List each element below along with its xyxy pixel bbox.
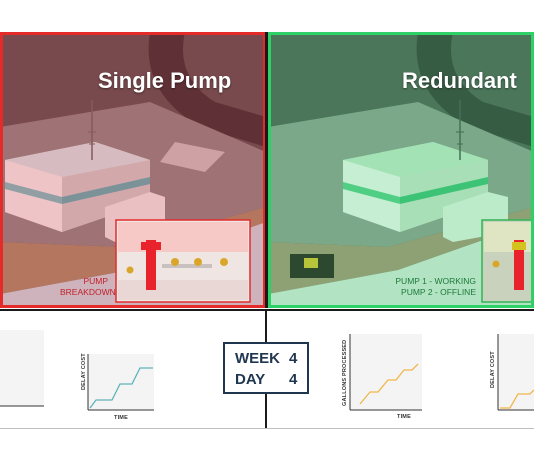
- chart-right-gallons-plot-area: [350, 334, 422, 410]
- chart-left-delay-plot-area: [88, 354, 154, 410]
- chart-left-delay-ylabel: DELAY COST: [81, 353, 87, 390]
- single-pump-title: Single Pump: [98, 68, 232, 93]
- week-value: 4: [289, 350, 298, 367]
- redundant-panel: Redundant PUMP 1 - WORKING PUMP 2 - OFFL…: [268, 32, 534, 308]
- vertical-divider-top: [265, 32, 268, 308]
- day-label: DAY: [235, 371, 266, 388]
- redundant-title: Redundant: [402, 68, 517, 93]
- week-row: WEEK 4: [235, 350, 297, 367]
- day-row: DAY 4: [235, 371, 297, 388]
- vertical-divider-bottom: [265, 311, 267, 342]
- chart-right-delay: DELAY COST: [490, 334, 534, 411]
- redundant-scene: [268, 32, 534, 308]
- chart-right-delay-ylabel: DELAY COST: [490, 351, 496, 388]
- horizontal-divider: [0, 309, 534, 311]
- chart-left-partial-plot-area: [0, 330, 44, 406]
- redundant-status-line-2: PUMP 2 - OFFLINE: [401, 287, 476, 297]
- single-pump-status-line-1: PUMP: [83, 276, 108, 286]
- single-pump-panel: Single Pump PUMP BREAKDOWN: [0, 32, 266, 308]
- redundant-status: PUMP 1 - WORKING PUMP 2 - OFFLINE: [372, 276, 476, 298]
- chart-right-gallons-line: [359, 363, 419, 405]
- vertical-divider-bottom-2: [265, 394, 267, 428]
- bottom-rule: [0, 428, 534, 429]
- chart-left-delay-line: [89, 367, 153, 409]
- single-pump-scene: [0, 32, 266, 308]
- single-pump-status-line-2: BREAKDOWN: [60, 287, 116, 297]
- chart-right-gallons-ylabel: GALLONS PROCESSED: [342, 340, 348, 406]
- chart-right-gallons: GALLONS PROCESSED TIME: [342, 334, 422, 420]
- week-day-counter: WEEK 4 DAY 4: [223, 342, 309, 394]
- chart-left-partial: [0, 330, 44, 407]
- redundant-status-line-1: PUMP 1 - WORKING: [395, 276, 476, 286]
- chart-right-gallons-xlabel: TIME: [397, 414, 411, 420]
- chart-right-delay-line: [500, 389, 534, 409]
- chart-left-delay-xlabel: TIME: [114, 415, 128, 421]
- day-value: 4: [289, 371, 298, 388]
- chart-left-delay: DELAY COST TIME: [81, 353, 154, 421]
- week-label: WEEK: [235, 350, 280, 367]
- single-pump-status: PUMP BREAKDOWN: [60, 276, 116, 298]
